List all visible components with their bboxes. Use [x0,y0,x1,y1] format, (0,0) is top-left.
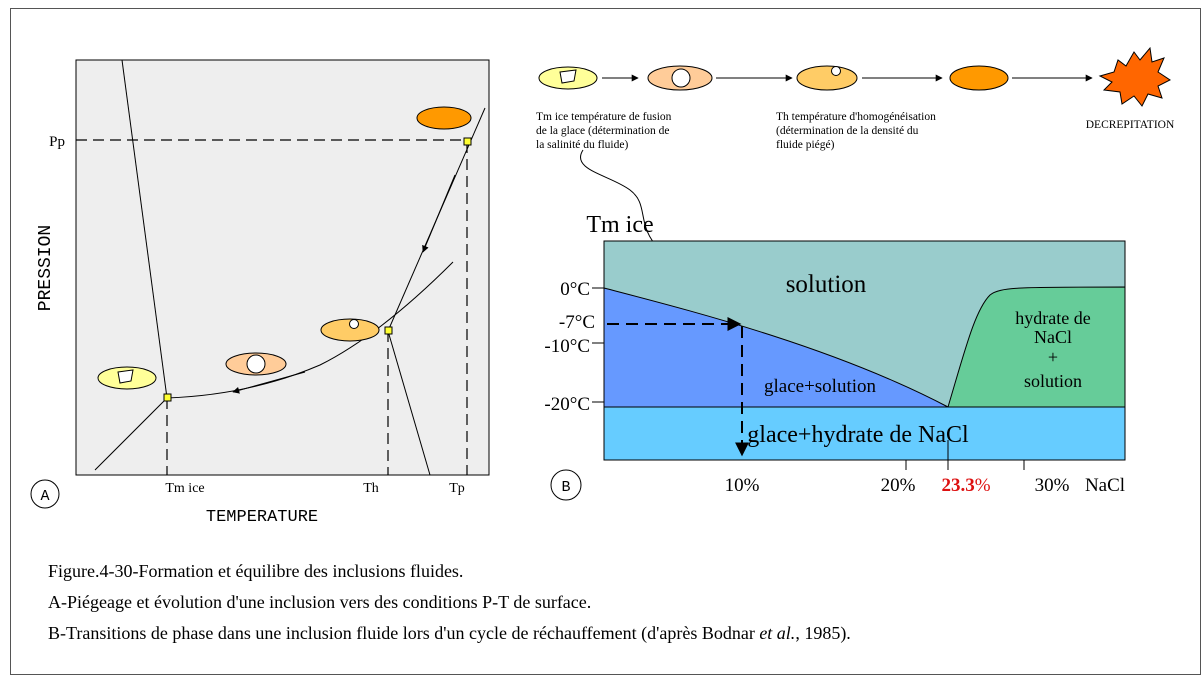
ice-crystal-icon [117,369,134,384]
y-tick-label-minus7: -7°C [559,312,595,333]
tp-point-marker [463,137,472,146]
sequence-homogeneous-inclusion-icon [949,65,1009,91]
y-tick-label-minus20: -20°C [544,394,590,415]
tm-ice-point-marker [163,393,172,402]
panel-b-letter: B [561,479,570,496]
eutectic-composition-label: 23.3% [941,475,990,496]
caption-line-3-tail: , 1985). [795,623,851,643]
panel-b-y-title: Tm ice [586,212,653,238]
panel-a-letter-circle [30,479,60,509]
ice-solution-region-label: glace+solution [764,376,877,397]
panel-a-letter: A [40,488,49,505]
cooling-arrow [232,371,306,394]
caption-line-3-text: B-Transitions de phase dans une inclusio… [48,623,760,643]
panel-b-letter-circle [550,469,582,501]
y-tick-label-0: 0°C [560,279,590,300]
panel-a-plot-area [75,59,490,476]
solution-region-label: solution [786,271,867,298]
sequence-ice-crystal-icon [559,69,577,84]
sequence-near-homogenization-icon [796,65,858,91]
x-tick-label-20: 20% [881,475,916,496]
isochore-arrow [422,174,456,253]
ice-melting-curve [121,59,168,399]
x-unit-label: NaCl [1085,475,1125,496]
x-tick-label-30: 30% [1035,475,1070,496]
tm-ice-caption-line-3: la salinité du fluide) [536,139,628,151]
th-caption-line-1: Th température d'homogénéisation [776,111,936,123]
hydrate-region-label-line-4: solution [1024,371,1082,391]
temperature-tick-tm-ice: Tm ice [165,481,204,496]
y-tick-label-minus10: -10°C [544,336,590,357]
tm-ice-caption-line-2: de la glace (détermination de [536,125,669,137]
ice-solution-region [603,287,949,408]
th-caption-line-3: fluide piégé) [776,139,835,151]
th-right-curve [387,330,431,476]
caption-connector-curve [580,149,661,251]
inclusion-sequence: Tm ice température de fusion de la glace… [536,46,1175,251]
x-tick-label-10: 10% [725,475,760,496]
small-bubble-icon [349,319,359,329]
hydrate-region-label-line-2: NaCl [1034,327,1072,347]
figure-caption-line-3: B-Transitions de phase dans une inclusio… [48,623,851,644]
temperature-axis-label: TEMPERATURE [206,508,318,527]
lower-left-curve [94,397,168,471]
th-caption-line-2: (détermination de la densité du [776,125,919,137]
figure-caption-line-2: A-Piégeage et évolution d'une inclusion … [48,592,592,612]
hydrate-region-label-line-3: + [1048,347,1058,367]
hydrate-region [947,286,1126,408]
sequence-small-bubble-icon [831,66,841,76]
liquid-vapour-curve [166,261,454,399]
panel-b-plot-frame [603,240,1126,461]
decrepitated-inclusion-icon [1098,46,1171,107]
pressure-tick-pp: Pp [49,134,65,150]
caption-line-3-italic: et al. [759,623,796,643]
temperature-tick-th: Th [363,481,379,496]
sequence-large-bubble-icon [671,68,691,88]
panel-b: Tm ice 0°C -7°C -10°C -20°C 10% 20% 23.3… [544,212,1126,501]
large-bubble-icon [246,354,266,374]
tm-ice-caption-line-1: Tm ice température de fusion [536,111,672,123]
decrepitation-label: DECREPITATION [1086,119,1175,131]
hydrate-region-label-line-1: hydrate de [1015,308,1090,328]
temperature-tick-tp: Tp [449,481,465,496]
pressure-axis-label: PRESSION [36,225,56,311]
th-point-marker [384,326,393,335]
homogeneous-inclusion-icon [416,106,472,130]
panel-a: PRESSION Pp Tm ice Th Tp TEMPERATURE A [30,59,490,527]
figure-caption-line-1: Figure.4-30-Formation et équilibre des i… [48,561,464,581]
ice-hydrate-region-label: glace+hydrate de NaCl [747,422,969,448]
near-homogenization-inclusion-icon [320,318,380,342]
